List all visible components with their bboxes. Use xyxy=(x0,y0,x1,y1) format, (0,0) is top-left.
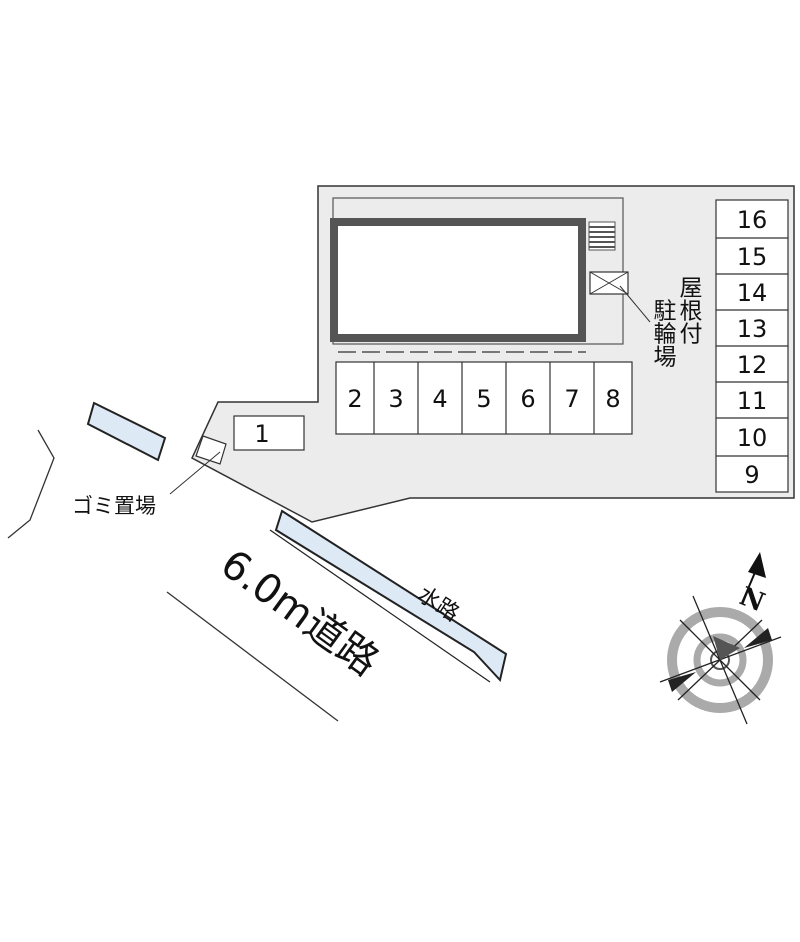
apartment-building xyxy=(330,218,586,342)
bicycle-parking-box xyxy=(589,271,651,323)
parking-slot-number: 10 xyxy=(737,424,768,452)
parking-slot-number: 13 xyxy=(737,315,768,343)
parking-slot-number: 9 xyxy=(744,461,759,489)
roofed-label: 屋根付 xyxy=(675,276,703,345)
stairs-icon xyxy=(588,221,616,251)
parking-slot-number: 3 xyxy=(388,385,403,413)
road-edge-left xyxy=(7,429,55,539)
compass-rose-icon xyxy=(659,552,782,725)
parking-slot-number: 16 xyxy=(737,206,768,234)
garbage-area xyxy=(169,435,227,495)
parking-slot-number: 11 xyxy=(737,387,768,415)
parking-slot-number: 2 xyxy=(347,385,362,413)
waterway-upper xyxy=(86,401,167,462)
parking-slot-number: 1 xyxy=(254,420,269,448)
parking-slot-number: 5 xyxy=(476,385,491,413)
parking-row-lower: 2 3 4 5 6 7 8 xyxy=(335,361,633,435)
parking-slot-number: 8 xyxy=(605,385,620,413)
road-edge-bottom xyxy=(166,591,339,722)
waterway-main xyxy=(269,509,508,683)
garbage-label: ゴミ置場 xyxy=(72,494,156,518)
parking-slot-1: 1 xyxy=(233,415,305,451)
bicycle-parking-label: 駐輪場 xyxy=(649,299,677,368)
parking-slot-number: 15 xyxy=(737,243,768,271)
parking-slot-number: 12 xyxy=(737,351,768,379)
parking-slot-number: 14 xyxy=(737,279,768,307)
parking-slot-number: 4 xyxy=(432,385,447,413)
parking-slot-number: 6 xyxy=(520,385,535,413)
parking-slot-number: 7 xyxy=(564,385,579,413)
parking-column-right: 16 15 14 13 12 11 10 9 xyxy=(715,199,789,493)
